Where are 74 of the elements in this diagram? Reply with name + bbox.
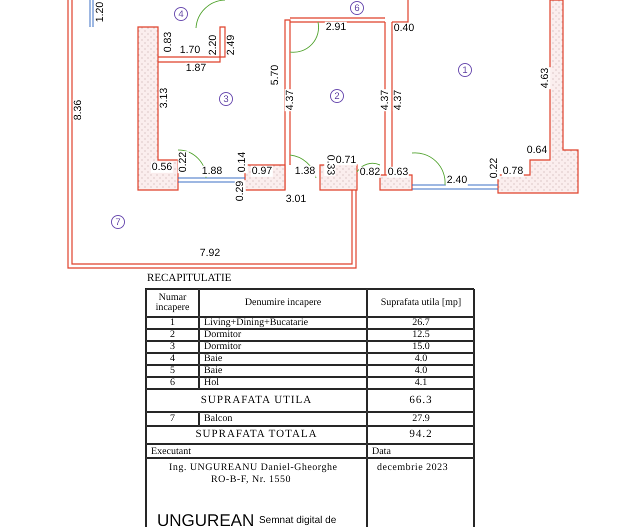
table-cell: 4	[146, 353, 199, 365]
table-cell: 3	[146, 341, 199, 353]
table-cell: Baie	[199, 353, 367, 365]
dimension-label: 0.33	[324, 154, 336, 176]
room-number-marker: 2	[330, 89, 344, 103]
dimension-label: 3.13	[158, 86, 170, 110]
dimension-label: 1.70	[178, 44, 202, 56]
dimension-label: 0.78	[502, 166, 524, 176]
room-number-marker: 6	[350, 1, 364, 15]
table-cell: Baie	[199, 365, 367, 377]
dimension-label: 4.37	[284, 88, 296, 112]
table-cell: 27.9	[367, 412, 475, 426]
table-cell: 4.0	[367, 365, 475, 377]
room-number-marker: 3	[219, 92, 233, 106]
date-text: decembrie 2023	[377, 462, 448, 473]
table-cell: 26.7	[367, 317, 475, 329]
table-cell: Hol	[199, 377, 367, 389]
table-cell: 4.1	[367, 377, 475, 389]
room-number-marker: 1	[458, 63, 472, 77]
dimension-label: 3.01	[284, 194, 308, 204]
table-cell: 12.5	[367, 329, 475, 341]
dimension-label: 1.20	[94, 0, 106, 24]
table-cell: 5	[146, 365, 199, 377]
room-number-marker: 7	[111, 215, 125, 229]
dimension-label: 0.22	[488, 156, 500, 180]
dimension-label: 2.40	[446, 174, 468, 186]
total-cell: 66.3	[367, 389, 475, 412]
table-cell: 4.0	[367, 353, 475, 365]
license-number: RO-B-F, Nr. 1550	[211, 474, 291, 485]
dimension-label: 4.37	[392, 88, 404, 112]
total-cell: 94.2	[367, 426, 475, 444]
total-cell: SUPRAFATA TOTALA	[146, 426, 367, 444]
dimension-label: 2.49	[226, 34, 236, 56]
dimension-label: 2.20	[208, 34, 218, 56]
table-cell: Dormitor	[199, 329, 367, 341]
dimension-label: 8.36	[72, 98, 84, 122]
dimension-label: 0.40	[392, 22, 416, 34]
dimension-label: 0.64	[526, 144, 548, 156]
dimension-label: 0.83	[162, 30, 174, 54]
table-cell: 7	[146, 412, 199, 426]
signature-note: Semnat digital de	[259, 515, 336, 526]
dimension-label: 0.22	[178, 150, 188, 174]
dimension-label: 5.70	[270, 64, 280, 86]
dimension-label: 1.38	[294, 166, 316, 176]
dimension-label: 4.37	[380, 88, 390, 112]
dimension-label: 0.82	[358, 166, 382, 178]
dimension-label: 2.91	[324, 22, 348, 32]
dimension-label: 0.14	[236, 150, 248, 174]
dimension-label: 0.97	[250, 166, 274, 176]
table-cell: 1	[146, 317, 199, 329]
table-cell: Executant	[146, 444, 367, 458]
dimension-label: 4.63	[540, 66, 550, 90]
table-cell: Living+Dining+Bucatarie	[199, 317, 367, 329]
signature-name: UNGUREAN	[157, 511, 254, 527]
header-cell: Denumire incapere	[199, 289, 367, 317]
dimension-label: 1.88	[200, 166, 224, 176]
dimension-label: 0.29	[234, 180, 246, 202]
table-cell: 15.0	[367, 341, 475, 353]
dimension-label: 0.63	[386, 166, 410, 178]
table-cell: Dormitor	[199, 341, 367, 353]
dimension-label: 7.92	[198, 248, 222, 258]
table-title: RECAPITULATIE	[147, 272, 232, 284]
header-cell: Numar incapere	[146, 289, 199, 317]
dimension-label: 0.56	[150, 162, 174, 172]
table-cell: 6	[146, 377, 199, 389]
table-cell: 2	[146, 329, 199, 341]
table-cell: Data	[367, 444, 475, 458]
table-cell: Balcon	[199, 412, 367, 426]
dimension-label: 1.87	[184, 62, 208, 74]
header-cell: Suprafata utila [mp]	[367, 289, 475, 317]
dimension-label: 0.71	[334, 154, 358, 166]
room-number-marker: 4	[174, 7, 188, 21]
total-cell: SUPRAFATA UTILA	[146, 389, 367, 412]
engineer-name: Ing. UNGUREANU Daniel-Gheorghe	[169, 462, 338, 473]
